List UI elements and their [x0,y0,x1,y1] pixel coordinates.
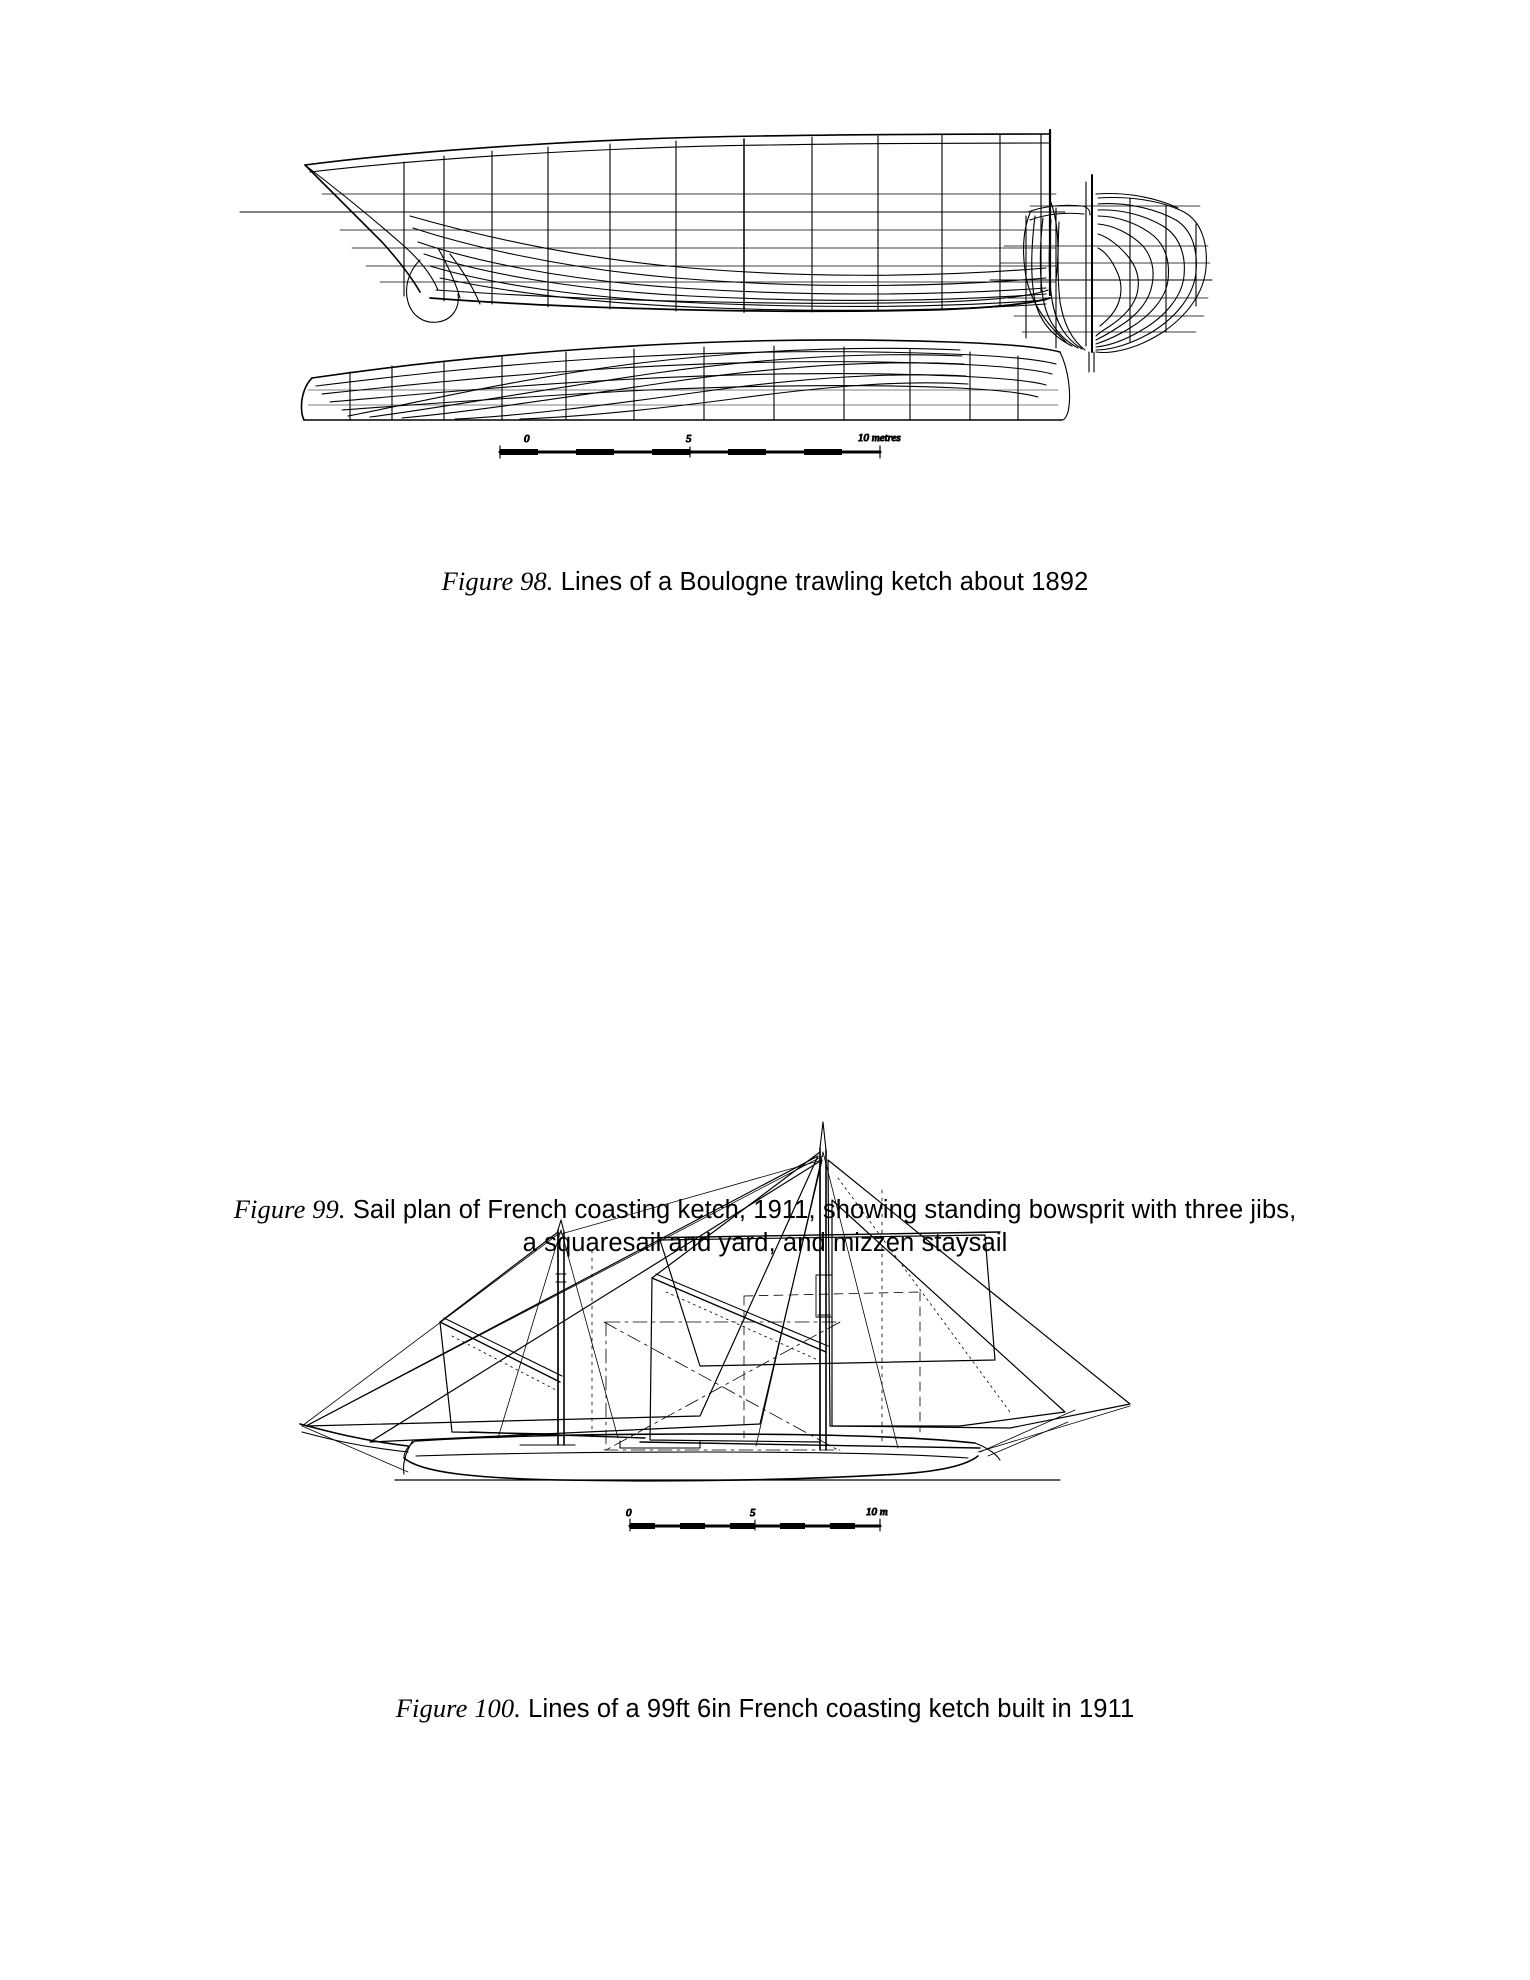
figure-99-scale-tick-10: 10 m [866,1506,888,1518]
figure-99-drawing: 0 5 10 m [0,1060,1530,1605]
figure-99-sail-plan-svg: 0 5 10 m [299,1121,1131,1532]
figure-98-scale-tick-0: 0 [524,433,530,445]
figure-98-scale-bar [498,445,882,459]
figure-98-scale-tick-10: 10 metres [858,432,901,444]
figure-99-scale-tick-0: 0 [626,1507,632,1519]
figure-98-drawing: 0 5 10 metres [0,120,1530,540]
figure-98-caption: Figure 98. Lines of a Boulogne trawling … [0,565,1530,599]
figure-99-caption-line-1: Sail plan of French coasting ketch, 1911… [352,1196,1297,1224]
figure-98-caption-text: Lines of a Boulogne trawling ketch about… [560,568,1089,596]
figure-98-sheer-profile [239,128,1066,323]
figure-99-scale-bar [628,1518,882,1532]
figure-99-scale-tick-5: 5 [750,1507,756,1519]
figure-98-number: Figure 98. [441,566,554,596]
figure-100-number: Figure 100. [395,1693,521,1723]
figure-99-caption-line-2: a squaresail and yard, and mizzen staysa… [522,1229,1008,1257]
figure-98-body-plan [989,174,1213,373]
figure-98-half-breadth-plan [300,339,1071,421]
figure-100-caption-text: Lines of a 99ft 6in French coasting ketc… [528,1695,1135,1723]
figure-99-caption: Figure 99. Sail plan of French coasting … [0,1193,1530,1260]
figure-99-number: Figure 99. [233,1194,346,1224]
figure-98-lines-plan-svg: 0 5 10 metres [239,128,1213,459]
figure-99-rigging [301,1151,1131,1473]
figure-98-scale-tick-5: 5 [686,433,692,445]
figure-99-hull-profile [394,1433,1061,1482]
figure-100-caption: Figure 100. Lines of a 99ft 6in French c… [0,1692,1530,1726]
